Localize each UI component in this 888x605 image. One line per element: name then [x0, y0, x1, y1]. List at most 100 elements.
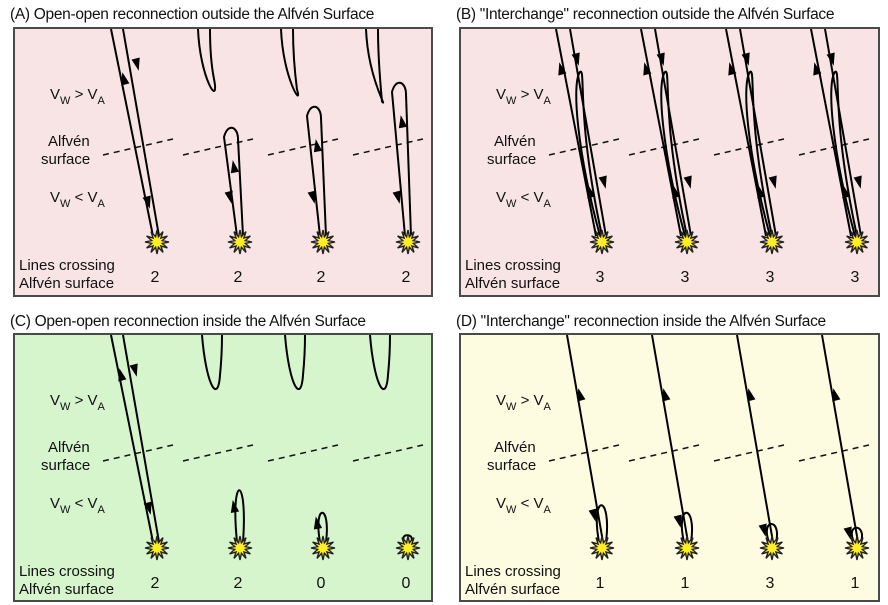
panel-b-title: (B) "Interchange" reconnection outside t…	[456, 6, 835, 23]
panel-0-col-2-upper-loop	[280, 28, 300, 97]
panel-2-col-0-arrow-2	[129, 363, 138, 377]
panel-1-vw-gt-va-label: VW > VA	[496, 86, 552, 107]
panel-3-col-3-arrow-1	[832, 388, 841, 402]
panel-0-surface-segment-2	[182, 138, 254, 156]
panel-1-col-0-arrow-3	[587, 185, 596, 199]
panel-3-col-2-lower-loop	[765, 523, 779, 543]
panel-1-col-2-line-1	[725, 28, 767, 237]
panel-0-col-2-arrow-2	[313, 139, 323, 153]
panel-3-col-1-open-line	[651, 334, 689, 543]
panel-c-box	[13, 333, 433, 602]
panel-1-col-2-loop	[745, 70, 773, 237]
panel-3-col-1-arrow-2	[673, 514, 682, 528]
panel-2-vw-lt-va-label: VW < VA	[50, 495, 106, 516]
panel-0-col-2-starburst	[310, 229, 336, 255]
panel-0-crossing-label-2: Alfvén surface	[19, 275, 114, 292]
panel-1-col-2-arrow-4	[768, 175, 777, 189]
panel-3-crossing-label-2: Alfvén surface	[465, 581, 560, 598]
panel-1-col-3-starburst	[844, 229, 870, 255]
panel-0-count-2: 2	[317, 269, 326, 286]
panel-1-col-3-arrow-4	[853, 175, 862, 189]
panel-1-count-0: 3	[596, 269, 605, 286]
panel-3-col-0-arrow-1	[577, 388, 586, 402]
panel-1-col-3-loop	[830, 70, 858, 237]
panel-0-col-0-line-2	[122, 28, 160, 237]
panel-0-col-1-upper-loop	[197, 28, 217, 92]
panel-1-col-0-starburst	[589, 229, 615, 255]
panel-2-col-2-lower-loop	[317, 511, 328, 543]
panel-1-alfven-label-1: Alfvén	[494, 133, 536, 150]
panel-2-count-1: 2	[234, 575, 243, 592]
panel-2-crossing-label-1: Lines crossing	[19, 563, 115, 580]
panel-1-col-1-arrow-4	[683, 175, 692, 189]
panel-0-col-3-upper-loop	[365, 28, 385, 104]
panel-3-col-0-starburst	[589, 535, 615, 561]
panel-1-col-3-arrow-1	[813, 62, 822, 76]
panel-0-count-3: 2	[402, 269, 411, 286]
panel-3-col-3-lower-loop	[850, 526, 864, 543]
panel-3-surface-segment-4	[798, 444, 870, 462]
panel-0-col-3-lower-loop	[390, 81, 412, 237]
panel-1-count-1: 3	[681, 269, 690, 286]
panel-2-col-2-arrow-1	[313, 516, 323, 530]
panel-2-crossing-label-2: Alfvén surface	[19, 581, 114, 598]
panel-1-col-1-starburst	[674, 229, 700, 255]
panel-1-col-1-arrow-1	[643, 62, 652, 76]
panel-0-col-3-arrow-2	[398, 115, 408, 129]
panel-0-col-1-starburst	[227, 229, 253, 255]
panel-c-title: (C) Open-open reconnection inside the Al…	[10, 313, 366, 330]
panel-3-col-1-lower-loop	[680, 511, 693, 543]
panel-1-count-3: 3	[851, 269, 860, 286]
panel-2-surface-segment-2	[182, 444, 254, 462]
panel-3-alfven-label-1: Alfvén	[494, 439, 536, 456]
panel-3-col-2-starburst	[759, 535, 785, 561]
panel-3-col-0-arrow-2	[588, 508, 597, 522]
panel-0-col-0-arrow-1	[121, 72, 130, 86]
panel-2-count-3: 0	[402, 575, 411, 592]
panel-1-col-0-loop	[575, 70, 603, 237]
panel-b-box	[459, 27, 880, 297]
panel-1-col-0-arrow-4	[598, 175, 607, 189]
panel-2-col-1-upper-loop	[201, 334, 223, 390]
panel-3-count-1: 1	[681, 575, 690, 592]
panel-2-surface-segment-1	[102, 444, 174, 462]
panel-0-alfven-label-2: surface	[41, 151, 90, 168]
panel-0-col-1-arrow-1	[224, 190, 233, 204]
panel-1-vw-lt-va-label: VW < VA	[496, 189, 552, 210]
panel-0-col-3-starburst	[395, 229, 421, 255]
panel-3-crossing-label-1: Lines crossing	[465, 563, 561, 580]
panel-3-surface-segment-2	[628, 444, 700, 462]
panel-2-col-3-starburst	[395, 535, 421, 561]
panel-0-alfven-label-1: Alfvén	[48, 133, 90, 150]
panel-3-col-1-starburst	[674, 535, 700, 561]
panel-3-count-3: 1	[851, 575, 860, 592]
panel-1-col-2-arrow-1	[728, 62, 737, 76]
panel-1-alfven-label-2: surface	[487, 151, 536, 168]
panel-3-col-3-starburst	[844, 535, 870, 561]
panel-a-box	[13, 27, 433, 297]
panel-3-vw-gt-va-label: VW > VA	[496, 392, 552, 413]
panel-2-col-0-arrow-1	[118, 368, 127, 382]
panel-1-crossing-label-2: Alfvén surface	[465, 275, 560, 292]
panel-0-col-2-arrow-1	[307, 190, 316, 204]
panel-2-col-0-line-1	[110, 334, 154, 543]
panel-0-col-0-arrow-3	[142, 195, 151, 209]
panel-2-alfven-label-1: Alfvén	[48, 439, 90, 456]
panel-0-surface-segment-4	[352, 138, 424, 156]
panel-2-col-2-upper-loop	[284, 334, 306, 390]
panel-1-col-1-line-2	[654, 28, 692, 237]
panel-2-col-3-upper-loop	[369, 334, 391, 390]
panel-2-col-1-starburst	[227, 535, 253, 561]
panel-d-title: (D) "Interchange" reconnection inside th…	[456, 313, 826, 330]
panel-3-col-3-arrow-2	[843, 526, 852, 540]
panel-2-col-1-lower-loop	[234, 489, 245, 543]
panel-1-col-3-arrow-2	[826, 52, 835, 66]
panel-1-surface-segment-1	[548, 138, 620, 156]
panel-1-crossing-label-1: Lines crossing	[465, 257, 561, 274]
panel-1-col-3-line-2	[824, 28, 862, 237]
panel-3-col-2-arrow-1	[747, 388, 756, 402]
panel-2-surface-segment-4	[352, 444, 424, 462]
panel-3-count-0: 1	[596, 575, 605, 592]
panel-2-col-0-starburst	[144, 535, 170, 561]
